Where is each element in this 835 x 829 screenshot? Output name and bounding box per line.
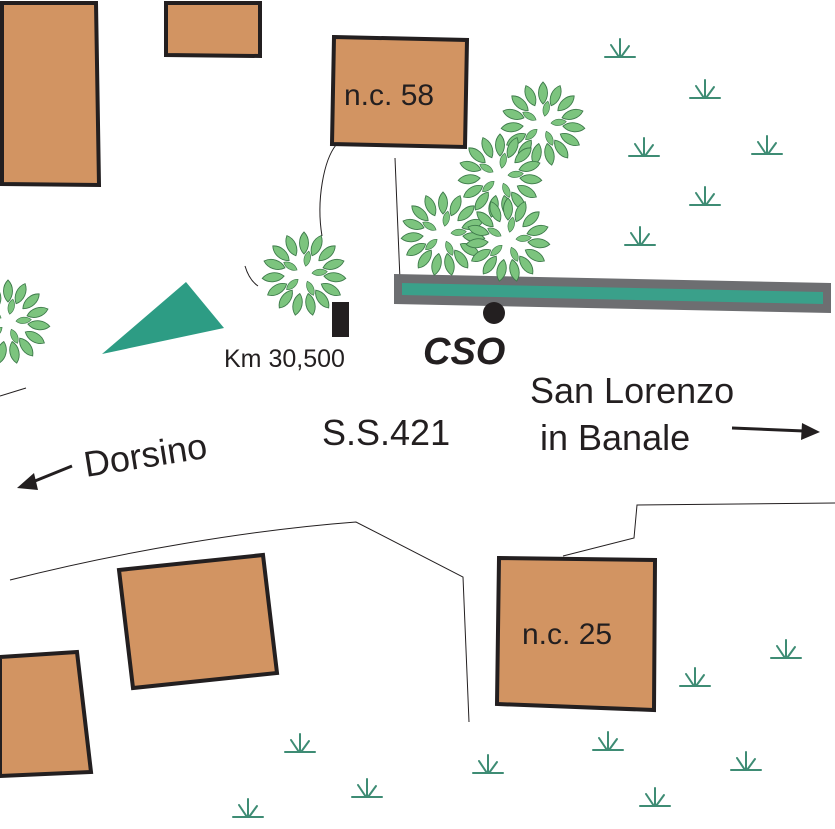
property-lines	[0, 144, 835, 723]
building-nc25	[494, 555, 658, 713]
label-nc25: n.c. 25	[522, 618, 612, 651]
building-bottom-mid	[116, 552, 280, 691]
km-marker-post	[332, 302, 349, 337]
green-triangle	[102, 282, 224, 354]
arrow-dorsino	[17, 464, 73, 490]
building-top-small	[164, 1, 262, 59]
building-top-left	[0, 1, 102, 188]
label-in-banale: in Banale	[540, 417, 690, 458]
label-km-marker: Km 30,500	[224, 345, 345, 373]
label-road: S.S.421	[322, 412, 450, 453]
label-dorsino: Dorsino	[81, 425, 210, 485]
label-nc58: n.c. 58	[344, 79, 434, 112]
building-bottom-left	[0, 649, 94, 779]
label-cso: CSO	[423, 331, 505, 373]
building-nc58	[329, 34, 470, 150]
channel	[394, 274, 831, 313]
arrow-san-lorenzo	[731, 423, 820, 440]
buildings	[0, 1, 658, 779]
label-san-lorenzo: San Lorenzo	[530, 370, 734, 411]
cso-point	[483, 302, 505, 324]
